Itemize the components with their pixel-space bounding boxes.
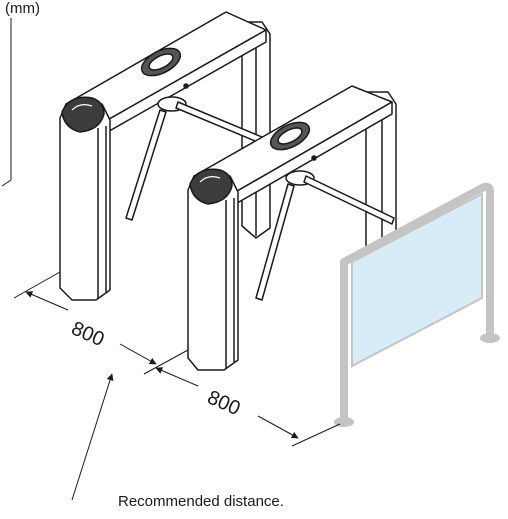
dimension-lines [13, 271, 341, 501]
side-gate [334, 182, 500, 427]
turnstile-1-cap [61, 96, 105, 133]
turnstile-2-front-pillar [187, 175, 239, 371]
dimension-label-right: 800 [204, 386, 243, 420]
gate-frame-rail [340, 182, 494, 424]
turnstile-1-arm-down [125, 109, 167, 221]
height-dimension-tick [1, 179, 12, 187]
unit-label: (mm) [5, 0, 40, 17]
dimension-label-left: 800 [68, 317, 107, 351]
turnstile-1 [59, 11, 275, 301]
gate-glass-panel [351, 192, 483, 368]
turnstile-1-front-pillar [59, 103, 111, 301]
gate-post-base-right [480, 333, 500, 343]
recommended-distance-note: Recommended distance. [118, 493, 284, 510]
turnstile-2-cap [189, 168, 233, 205]
turnstile-2-arm-right [303, 175, 395, 225]
turnstile-2-arm-down [255, 183, 295, 301]
